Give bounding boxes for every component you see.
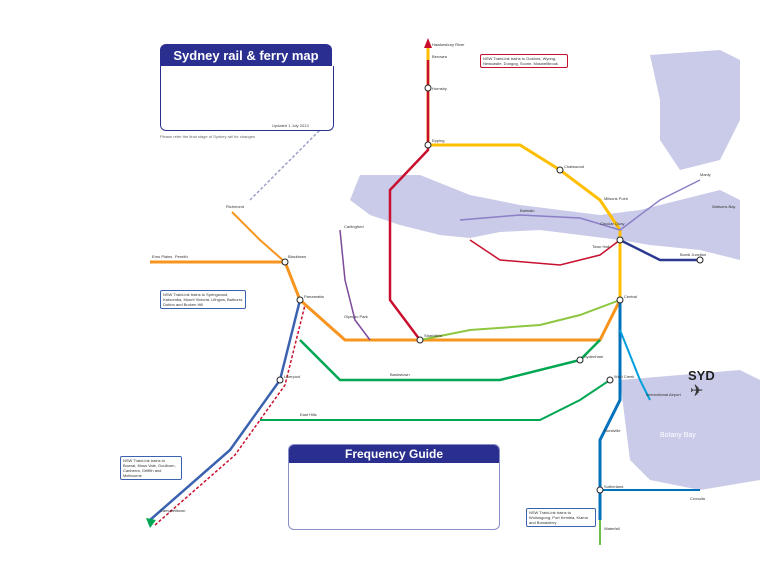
north-arrow [424,38,432,48]
callout-south: NSW TrainLink trains to Bowral, Moss Val… [120,456,182,480]
station-label-balmain: Balmain [520,208,534,213]
bondi-junction-interchange[interactable] [696,256,704,264]
callout-south-coast: NSW TrainLink trains to Wollongong, Port… [526,508,596,527]
ferry-routes [459,179,701,231]
eastern-suburbs-line [619,238,700,262]
station-label-chatswood: Chatswood [564,164,584,169]
map-title-text: Sydney rail & ferry map [173,47,319,63]
airplane-icon: ✈ [690,383,704,400]
light-rail [469,239,621,266]
station-label-central: Central [624,294,637,299]
richmond-branch [231,211,286,263]
station-label-sydenham: Sydenham [584,354,604,359]
station-label-campbelltown: Campbelltown [160,508,185,513]
inner-west-line [419,299,621,341]
station-label-blacktown: Blacktown [288,254,306,259]
station-label-waterfall: Waterfall [604,526,620,531]
station-label-circular-quay: Circular Quay [600,221,624,226]
legend-updated-date: Updated 1 July 2013 [272,123,309,128]
station-label-olympic-park: Olympic Park [344,314,368,319]
station-label-watsons-bay: Watsons Bay [712,204,735,209]
station-label-hawkesbury-river: Hawkesbury River [432,42,465,47]
station-label-cronulla: Cronulla [690,496,706,501]
bankstown-line [299,339,601,382]
station-label-manly: Manly [700,172,711,177]
station-label-strathfield: Strathfield [424,333,442,338]
station-label-hornsby: Hornsby [432,86,447,91]
frequency-guide-panel: Frequency Guide [288,444,500,530]
station-label-wolli-creek: Wolli Creek [614,374,634,379]
station-label-carlingford: Carlingford [344,224,364,229]
station-label-town-hall: Town Hall [592,244,609,249]
illawarra-line [598,300,622,520]
station-label-sutherland: Sutherland [604,484,623,489]
upper-harbour-water [650,50,740,170]
town-hall-interchange[interactable] [616,236,624,244]
map-title: Sydney rail & ferry map [160,44,332,66]
botany-bay-label: Botany Bay [660,432,696,439]
legend-panel [160,66,334,131]
central-interchange[interactable] [616,296,624,304]
limited-services-line [249,119,331,201]
blacktown-interchange[interactable] [281,258,289,266]
station-label-berowra: Berowra [432,54,448,59]
south-arrow [146,518,156,528]
wolli-creek-interchange[interactable] [606,376,614,384]
station-label-penrith: Penrith [175,254,188,259]
station-label-richmond: Richmond [226,204,244,209]
station-label-milsons-point: Milsons Point [604,196,629,201]
airport-line [619,329,651,401]
liverpool-interchange[interactable] [276,376,284,384]
station-label-bondi-junction: Bondi Junction [680,252,706,257]
station-label-east-hills: East Hills [300,412,317,417]
station-label-parramatta: Parramatta [304,294,325,299]
carlingford-line [339,229,371,341]
south-line [149,299,302,521]
sutherland-interchange[interactable] [596,486,604,494]
callout-west: NSW TrainLink trains to Springwood, Kato… [160,290,246,309]
station-label-bankstown: Bankstown [390,372,410,377]
strathfield-interchange[interactable] [416,336,424,344]
station-label-hurstville: Hurstville [604,428,621,433]
legend-note: Please refer the final stage of Sydney r… [160,134,255,139]
parramatta-interchange[interactable] [296,296,304,304]
chatswood-interchange[interactable] [556,166,564,174]
station-label-epping: Epping [432,138,444,143]
east-hills-line [260,379,611,421]
cumberland-line [154,304,306,526]
epping-interchange[interactable] [424,141,432,149]
station-label-liverpool: Liverpool [284,374,300,379]
hornsby-interchange[interactable] [424,84,432,92]
harbour-water [350,175,740,260]
botany-bay-water [620,370,760,490]
airport-code: SYD [688,368,715,383]
northern-line [388,60,430,341]
sydenham-interchange[interactable] [576,356,584,364]
callout-north: NSW TrainLink trains to Gosford, Wyong, … [480,54,568,68]
station-label-emu-plains: Emu Plains [152,254,172,259]
frequency-guide-title: Frequency Guide [289,445,499,463]
station-label-international-airport: International Airport [646,392,682,397]
